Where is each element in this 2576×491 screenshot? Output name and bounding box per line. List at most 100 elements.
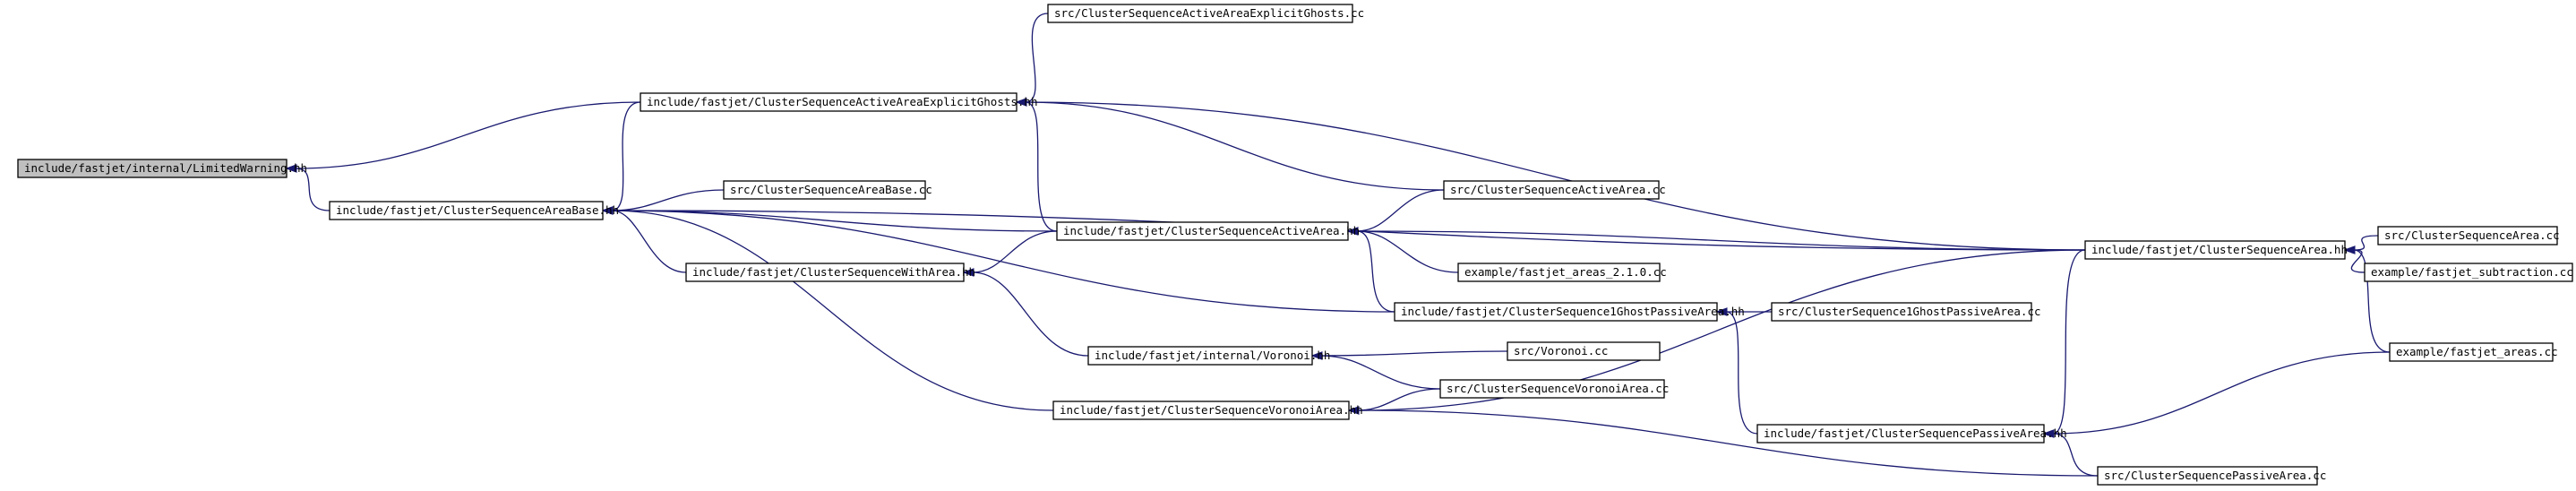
node-label: src/ClusterSequenceArea.cc: [2384, 228, 2560, 242]
dependency-edge: [1310, 351, 1441, 390]
edge-line: [1725, 311, 1758, 435]
graph-node-csva[interactable]: include/fastjet/ClusterSequenceVoronoiAr…: [1052, 401, 1363, 420]
arrowhead-icon: [1310, 351, 1323, 360]
graph-node-csab[interactable]: include/fastjet/ClusterSequenceAreaBase.…: [329, 201, 619, 220]
arrowhead-icon: [2042, 429, 2055, 438]
edge-line: [2052, 433, 2099, 477]
node-label: include/fastjet/internal/Voronoi.hh: [1095, 349, 1330, 362]
arrowhead-icon: [1347, 406, 1360, 415]
edge-line: [611, 189, 725, 211]
graph-node-scva[interactable]: src/ClusterSequenceVoronoiArea.cc: [1439, 379, 1669, 399]
graph-node-exar[interactable]: example/fastjet_areas.cc: [2389, 342, 2558, 362]
node-box: [2377, 226, 2558, 246]
node-label: include/fastjet/ClusterSequenceVoronoiAr…: [1060, 403, 1363, 417]
edge-line: [2052, 249, 2086, 435]
arrowhead-icon: [1346, 227, 1359, 236]
edge-line: [1025, 101, 1058, 232]
arrowhead-icon: [1015, 98, 1027, 107]
edge-line: [1356, 230, 2086, 251]
dependency-edge: [1346, 189, 1445, 236]
node-box: [1394, 302, 1718, 322]
dependency-edge: [2042, 249, 2086, 438]
node-label: example/fastjet_subtraction.cc: [2371, 265, 2573, 279]
graph-node-scab[interactable]: src/ClusterSequenceAreaBase.cc: [723, 180, 932, 200]
graph-node-svor[interactable]: src/Voronoi.cc: [1507, 341, 1661, 361]
edge-line: [2052, 351, 2391, 435]
graph-node-csa[interactable]: include/fastjet/ClusterSequenceArea.hh: [2084, 240, 2348, 260]
dependency-edge: [1715, 307, 1758, 435]
edge-line: [295, 101, 641, 169]
edge-line: [611, 210, 687, 273]
edge-line: [611, 210, 1058, 232]
node-label: example/fastjet_areas_2.1.0.cc: [1464, 265, 1667, 279]
node-box: [685, 263, 965, 282]
dependency-edge: [2042, 351, 2391, 438]
node-label: include/fastjet/ClusterSequence1GhostPas…: [1401, 305, 1745, 318]
edge-line: [972, 271, 1089, 357]
node-box: [1056, 221, 1349, 241]
graph-node-cspa[interactable]: include/fastjet/ClusterSequencePassiveAr…: [1756, 424, 2067, 444]
node-box: [329, 201, 604, 220]
edge-line: [611, 210, 1054, 411]
edge-line: [1320, 350, 1508, 357]
dependency-edge: [601, 206, 1054, 411]
nodes-layer: include/fastjet/internal/LimitedWarning.…: [17, 4, 2573, 486]
node-label: src/ClusterSequenceActiveAreaExplicitGho…: [1054, 6, 1364, 20]
graph-node-cs1g[interactable]: include/fastjet/ClusterSequence1GhostPas…: [1394, 302, 1745, 322]
dependency-edge: [1346, 227, 2086, 251]
graph-node-caeg[interactable]: include/fastjet/ClusterSequenceActiveAre…: [640, 92, 1038, 112]
node-box: [1439, 379, 1665, 399]
edge-line: [1357, 409, 2099, 477]
edge-line: [972, 230, 1058, 273]
node-box: [1087, 346, 1313, 366]
graph-node-vor[interactable]: include/fastjet/internal/Voronoi.hh: [1087, 346, 1330, 366]
arrowhead-icon: [962, 268, 975, 277]
node-label: src/ClusterSequenceAreaBase.cc: [730, 183, 932, 196]
graph-node-scs1g[interactable]: src/ClusterSequence1GhostPassiveArea.cc: [1771, 302, 2041, 322]
dependency-edge: [962, 268, 1089, 357]
dependency-edge: [962, 230, 1058, 277]
node-label: include/fastjet/ClusterSequenceActiveAre…: [1063, 224, 1360, 237]
dependency-edge: [1015, 98, 1445, 191]
node-label: src/ClusterSequence1GhostPassiveArea.cc: [1778, 305, 2041, 318]
node-box: [2364, 263, 2573, 282]
edge-line: [1025, 101, 1445, 191]
arrowhead-icon: [285, 164, 297, 173]
dependency-edge: [285, 101, 641, 173]
edge-line: [1356, 230, 1459, 273]
arrowhead-icon: [1715, 307, 1728, 316]
arrowhead-icon: [2343, 246, 2356, 254]
edge-line: [295, 168, 331, 211]
edge-line: [1356, 230, 1395, 313]
graph-node-ex210[interactable]: example/fastjet_areas_2.1.0.cc: [1457, 263, 1667, 282]
node-box: [2097, 466, 2318, 486]
node-label: src/Voronoi.cc: [1514, 344, 1608, 357]
graph-node-scpa[interactable]: src/ClusterSequencePassiveArea.cc: [2097, 466, 2326, 486]
graph-node-cswa[interactable]: include/fastjet/ClusterSequenceWithArea.…: [685, 263, 975, 282]
graph-node-csaa[interactable]: include/fastjet/ClusterSequenceActiveAre…: [1056, 221, 1360, 241]
node-label: include/fastjet/ClusterSequenceActiveAre…: [647, 95, 1038, 108]
edge-line: [1320, 355, 1441, 390]
graph-node-scaa[interactable]: src/ClusterSequenceActiveArea.cc: [1443, 180, 1666, 200]
node-box: [2084, 240, 2346, 260]
graph-node-exsub[interactable]: example/fastjet_subtraction.cc: [2364, 263, 2573, 282]
dependency-edge: [2343, 246, 2391, 353]
graph-node-scaeg[interactable]: src/ClusterSequenceActiveAreaExplicitGho…: [1047, 4, 1364, 23]
edge-line: [2350, 249, 2366, 273]
node-label: include/fastjet/ClusterSequenceAreaBase.…: [336, 203, 619, 217]
node-label: include/fastjet/ClusterSequenceWithArea.…: [692, 265, 975, 279]
graph-node-lw[interactable]: include/fastjet/internal/LimitedWarning.…: [17, 159, 307, 178]
dependency-edge: [1015, 13, 1049, 107]
dependency-edge: [1347, 406, 2099, 477]
graph-node-scsa[interactable]: src/ClusterSequenceArea.cc: [2377, 226, 2560, 246]
edge-line: [611, 101, 641, 211]
node-box: [1052, 401, 1350, 420]
edge-line: [2353, 235, 2379, 251]
node-box: [1756, 424, 2045, 444]
node-box: [723, 180, 926, 200]
node-label: include/fastjet/ClusterSequenceArea.hh: [2091, 243, 2348, 256]
edge-line: [1357, 388, 1441, 411]
node-box: [1443, 180, 1660, 200]
dependency-edge: [1015, 98, 1058, 232]
